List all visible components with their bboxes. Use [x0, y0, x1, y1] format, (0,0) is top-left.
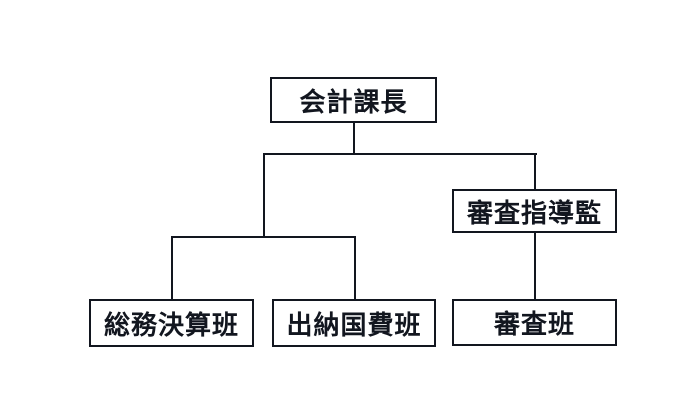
org-node-kaikei-kacho: 会計課長 [270, 77, 437, 123]
connector-level1-horizontal [263, 153, 537, 155]
org-node-label: 審査班 [493, 310, 575, 340]
connector-to-somu-kessan [171, 236, 173, 300]
org-node-label: 会計課長 [299, 87, 408, 118]
connector-to-suito-kokuhi [354, 236, 356, 300]
org-node-label: 総務決算班 [103, 310, 239, 341]
org-node-shinsa-han: 審査班 [452, 299, 617, 346]
connector-left-branch [263, 153, 265, 238]
connector-to-shinsa-han [534, 231, 536, 300]
org-node-suito-kokuhi-han: 出納国費班 [272, 299, 436, 347]
connector-right-branch [534, 153, 536, 191]
org-node-somu-kessan-han: 総務決算班 [89, 299, 254, 347]
org-node-label: 審査指導監 [466, 198, 602, 229]
connector-level2-horizontal [171, 236, 356, 238]
org-node-label: 出納国費班 [286, 310, 422, 341]
connector-top-stem [353, 122, 355, 155]
org-node-shinsa-shidokan: 審査指導監 [452, 189, 617, 233]
